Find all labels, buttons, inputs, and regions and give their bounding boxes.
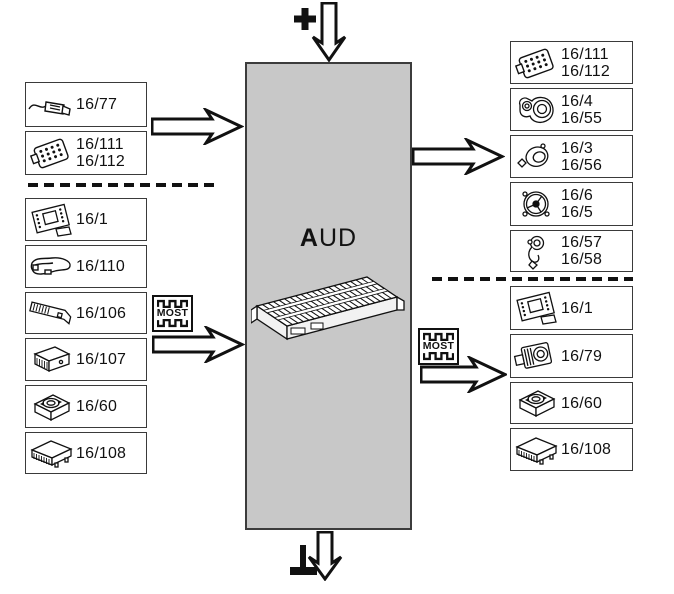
speaker-frame-icon	[511, 185, 561, 223]
ground-icon	[290, 545, 317, 576]
ground-arrow-icon	[307, 531, 343, 581]
component-box-16-60[interactable]: 16/60	[25, 385, 147, 428]
media-module-icon	[26, 294, 76, 332]
component-label: 16/77	[76, 96, 118, 113]
antenna-module-icon	[26, 248, 76, 286]
flat-module-icon	[26, 434, 76, 472]
component-box-16-108[interactable]: 16/108	[510, 428, 633, 471]
phone-module-icon	[26, 388, 76, 426]
component-box-16-110[interactable]: 16/110	[25, 245, 147, 288]
component-box-16-108[interactable]: 16/108	[25, 432, 147, 474]
amplifier-icon	[251, 260, 407, 368]
component-label: 16/108	[76, 444, 127, 462]
left-most-arrow-icon	[152, 326, 245, 363]
wave-down-icon	[423, 352, 454, 361]
component-label: 16/60	[561, 394, 603, 412]
microphone-icon	[26, 87, 76, 123]
component-box-16-107[interactable]: 16/107	[25, 338, 147, 381]
right-most-arrow-icon	[420, 356, 507, 393]
component-label: 16/110	[76, 258, 125, 275]
component-box-16-60[interactable]: 16/60	[510, 382, 633, 424]
component-box-16-1[interactable]: 16/1	[510, 286, 633, 330]
left-group-divider	[28, 183, 220, 187]
phone-module-icon	[511, 384, 561, 422]
speaker-icon	[511, 138, 561, 176]
component-box-16-1[interactable]: 16/1	[25, 198, 147, 241]
component-box-16-77[interactable]: 16/77	[25, 82, 147, 127]
most-label: MOST	[422, 340, 455, 352]
tweeter-icon	[511, 232, 561, 270]
keypad-icon	[511, 44, 561, 82]
flat-module-icon	[511, 431, 561, 469]
subwoofer-icon	[511, 337, 561, 375]
head-unit-icon	[511, 289, 561, 327]
component-label: 16/106	[76, 304, 127, 322]
most-bus-symbol: MOST	[152, 295, 193, 332]
keypad-icon	[26, 134, 76, 172]
most-label: MOST	[156, 307, 189, 319]
right-group-divider	[432, 277, 633, 281]
component-label: 16/60	[76, 398, 118, 415]
speaker-bracket-icon	[511, 91, 561, 129]
wave-down-icon	[157, 319, 188, 328]
component-box-16-79[interactable]: 16/79	[510, 334, 633, 378]
wave-up-icon	[423, 332, 454, 341]
component-label: 16/1	[561, 299, 593, 317]
right-top-arrow-icon	[412, 138, 505, 175]
unit-label: AUD	[299, 224, 358, 252]
component-label: 16/79	[561, 347, 603, 365]
most-bus-symbol: MOST	[418, 328, 459, 365]
power-feed-arrow-icon	[311, 2, 347, 62]
left-top-arrow-icon	[151, 108, 244, 145]
audio-module-box[interactable]: AUD	[245, 62, 412, 530]
head-unit-icon	[26, 201, 76, 239]
wave-up-icon	[157, 299, 188, 308]
plus-icon	[294, 7, 316, 31]
control-module-icon	[26, 341, 76, 379]
component-label: 16/107	[76, 351, 127, 368]
component-label: 16/1	[76, 211, 108, 228]
component-label: 16/108	[561, 441, 612, 458]
component-box-16-106[interactable]: 16/106	[25, 292, 147, 334]
